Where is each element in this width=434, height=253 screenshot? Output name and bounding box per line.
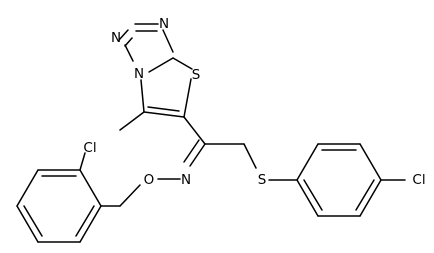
atom-o-oxime: O	[144, 172, 155, 188]
triazole-ring	[118, 23, 174, 73]
atom-s-ring: S	[192, 67, 201, 83]
chlorophenyl-ring-right	[296, 143, 406, 217]
atom-n-oxime: N	[181, 172, 191, 188]
atom-n1: N	[111, 30, 121, 46]
thiazole-ring	[140, 57, 193, 118]
atom-n2: N	[159, 16, 169, 32]
atom-cl-right: Cl	[412, 172, 425, 188]
side-chains	[100, 111, 298, 207]
atom-s-thio: S	[258, 172, 267, 188]
atom-n3: N	[134, 66, 144, 82]
atom-cl-left: Cl	[83, 140, 96, 156]
chlorobenzyl-ring-left	[16, 152, 102, 243]
